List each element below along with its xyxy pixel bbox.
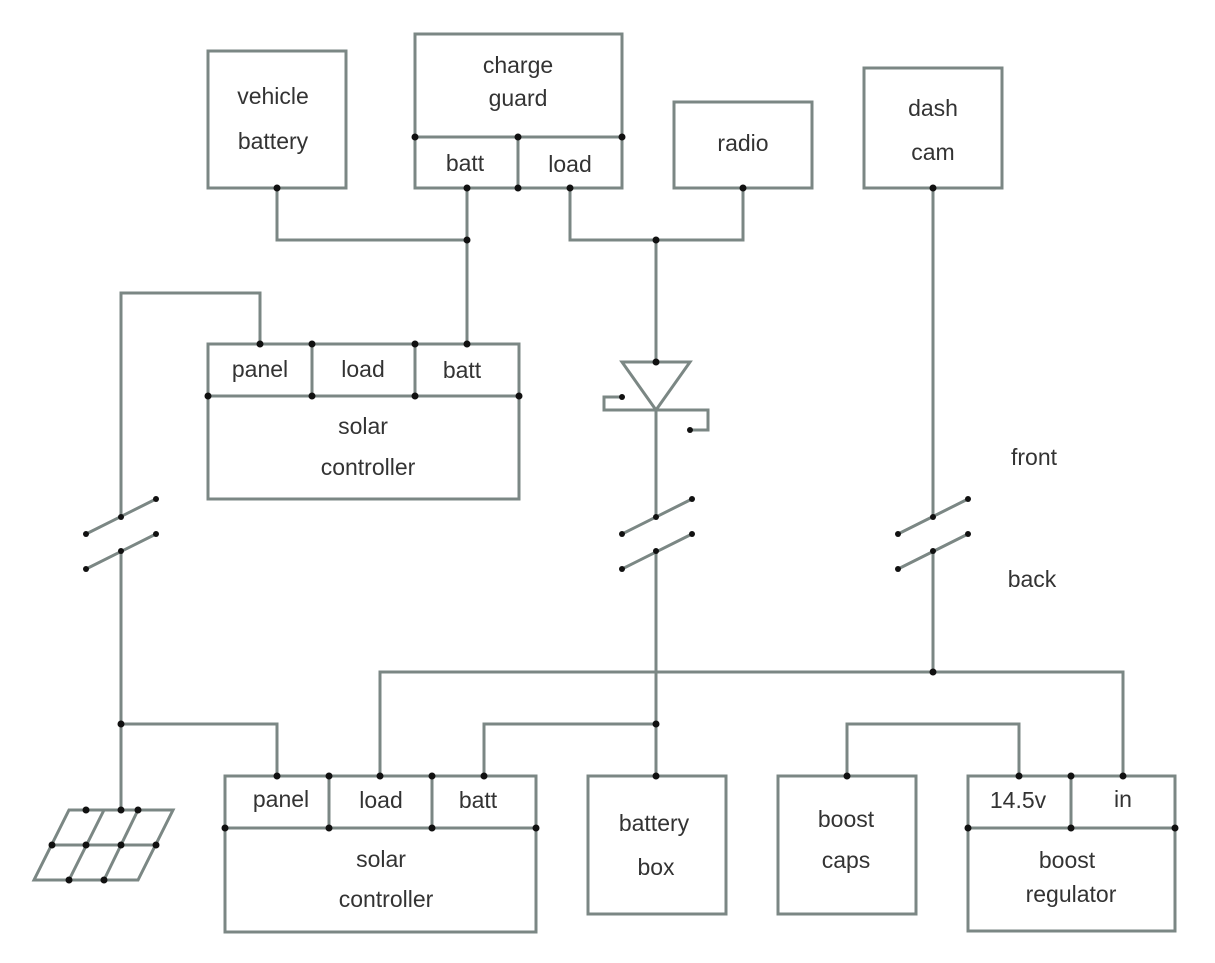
solar-controller-back-label-line1: solar bbox=[356, 846, 406, 872]
charge-guard-label-line2: guard bbox=[489, 85, 548, 111]
boost-regulator-box: 14.5v in boost regulator bbox=[966, 774, 1177, 933]
radio-label: radio bbox=[717, 130, 768, 156]
boost-regulator-port-in: in bbox=[1114, 786, 1132, 812]
vehicle-battery-box: vehicle battery bbox=[206, 49, 348, 190]
solar-controller-front-label-line1: solar bbox=[338, 413, 388, 439]
vehicle-battery-label-line2: battery bbox=[238, 128, 309, 154]
charge-guard-port-load: load bbox=[548, 151, 591, 177]
dash-cam-label-line2: cam bbox=[911, 139, 954, 165]
battery-box: battery box bbox=[586, 774, 728, 916]
solar-controller-front-port-load: load bbox=[341, 356, 384, 382]
boost-regulator-port-14v: 14.5v bbox=[990, 787, 1047, 813]
solar-controller-front-port-panel: panel bbox=[232, 356, 288, 382]
switch-label-back: back bbox=[1008, 566, 1057, 592]
boost-caps-label-line1: boost bbox=[818, 806, 875, 832]
boost-caps-box: boost caps bbox=[776, 774, 918, 916]
vehicle-battery-label-line1: vehicle bbox=[237, 83, 309, 109]
wires bbox=[119, 188, 1125, 810]
dash-cam-label-line1: dash bbox=[908, 95, 958, 121]
solar-controller-back-label-line2: controller bbox=[339, 886, 434, 912]
solar-controller-front-port-batt: batt bbox=[443, 357, 482, 383]
radio-box: radio bbox=[672, 100, 814, 190]
solar-controller-front-label-line2: controller bbox=[321, 454, 416, 480]
solar-controller-back-box: panel load batt solar controller bbox=[223, 774, 538, 934]
solar-controller-back-port-panel: panel bbox=[253, 786, 309, 812]
solar-controller-back-port-batt: batt bbox=[459, 787, 498, 813]
boost-regulator-label-line2: regulator bbox=[1026, 881, 1117, 907]
solar-controller-front-box: panel load batt solar controller bbox=[206, 342, 521, 501]
boost-regulator-label-line1: boost bbox=[1039, 847, 1096, 873]
battery-box-label-line1: battery bbox=[619, 810, 690, 836]
charge-guard-port-batt: batt bbox=[446, 150, 485, 176]
dash-cam-box: dash cam bbox=[862, 66, 1004, 190]
junction-dots bbox=[48, 133, 1179, 884]
charge-guard-label-line1: charge bbox=[483, 52, 553, 78]
solar-controller-back-port-load: load bbox=[359, 787, 402, 813]
charge-guard-box: charge guard batt load bbox=[413, 32, 624, 190]
boost-caps-label-line2: caps bbox=[822, 847, 871, 873]
battery-box-label-line2: box bbox=[637, 854, 675, 880]
switch-label-front: front bbox=[1011, 444, 1058, 470]
